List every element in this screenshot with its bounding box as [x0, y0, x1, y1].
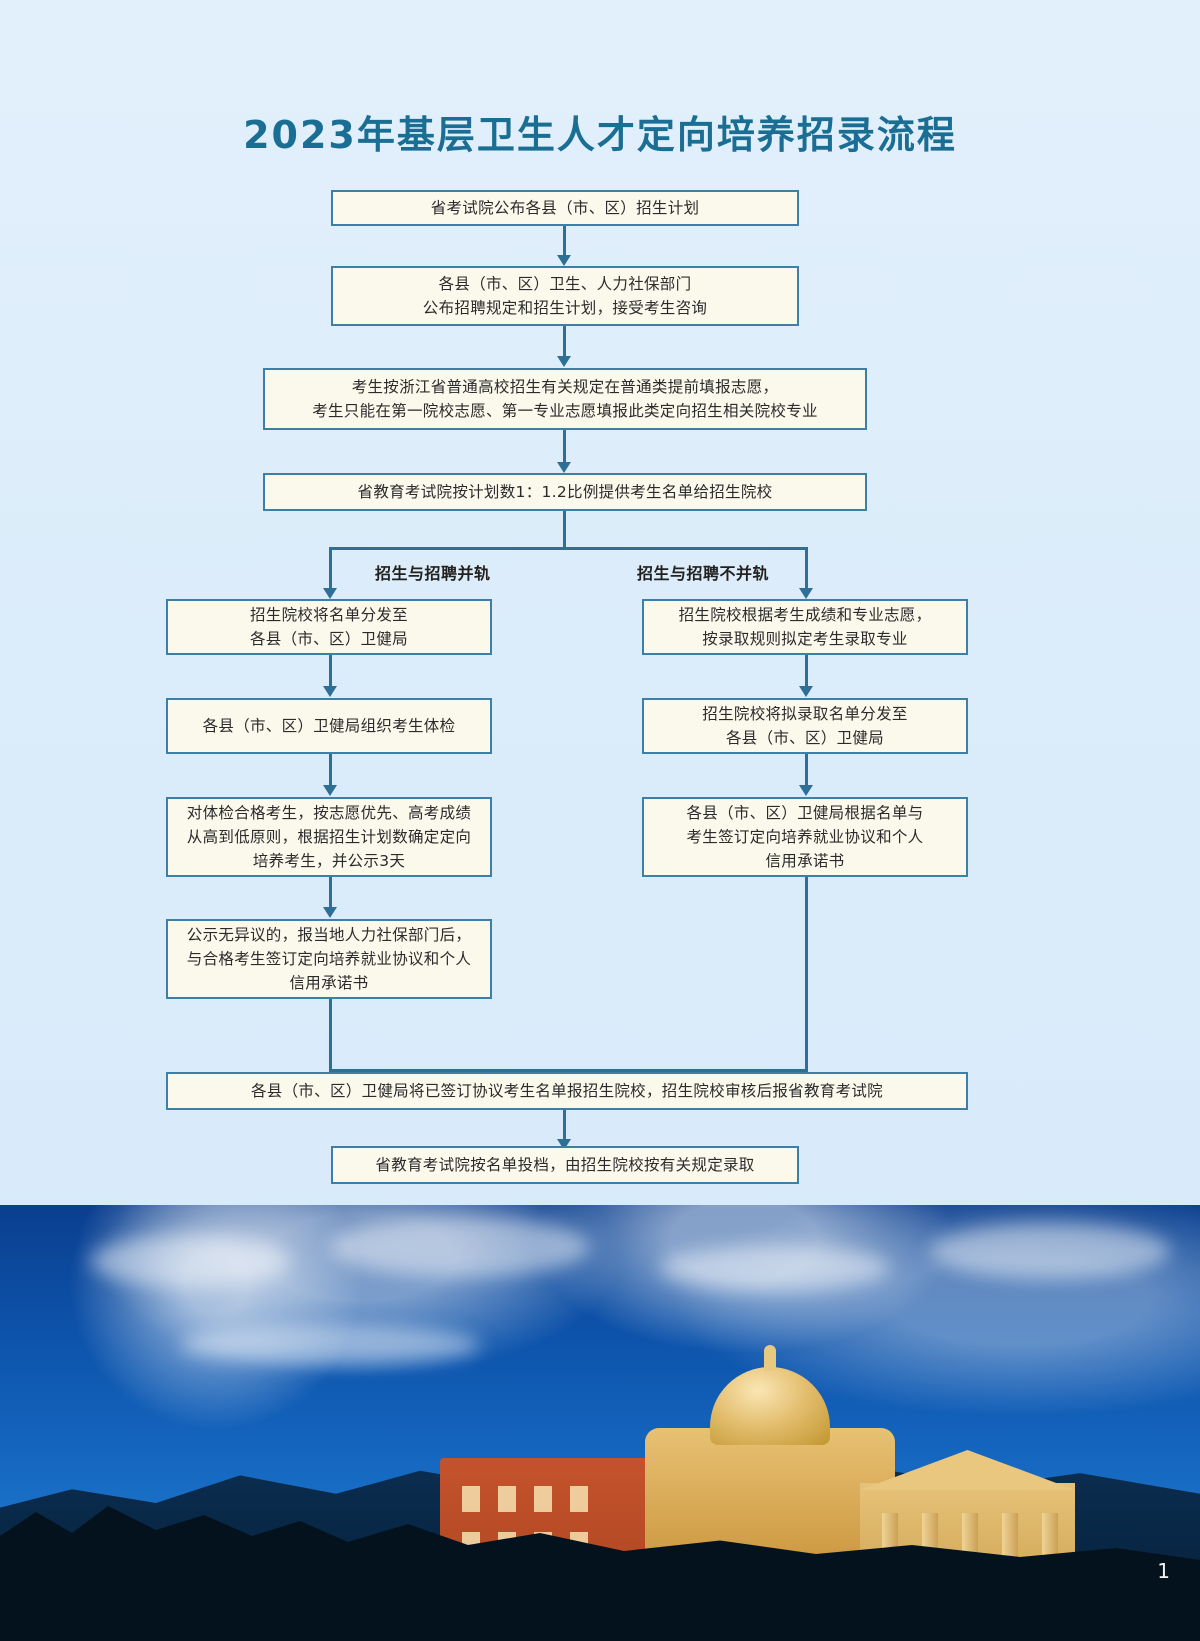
flow-node-label: 考生按浙江省普通高校招生有关规定在普通类提前填报志愿， 考生只能在第一院校志愿、…	[312, 377, 818, 420]
cloud-icon	[90, 1235, 290, 1287]
page-title: 2023年基层卫生人才定向培养招录流程	[243, 113, 957, 157]
connector-right-merge	[805, 877, 808, 1072]
flow-node-label: 各县（市、区）卫健局组织考生体检	[202, 716, 456, 735]
cloud-icon	[660, 1245, 890, 1291]
flow-node-publish-plan: 省考试院公布各县（市、区）招生计划	[331, 190, 799, 226]
connector-n5-n6	[563, 1110, 566, 1141]
flow-node-label: 各县（市、区）卫健局将已签订协议考生名单报招生院校，招生院校审核后报省教育考试院	[250, 1082, 883, 1100]
flowchart: 2023年基层卫生人才定向培养招录流程 省考试院公布各县（市、区）招生计划 各县…	[166, 113, 968, 1184]
cloud-icon	[330, 1217, 590, 1277]
arrow-split-left	[323, 588, 337, 599]
arrow-n3-n4	[557, 462, 571, 473]
flow-node-provide-list: 省教育考试院按计划数1：1.2比例提供考生名单给招生院校	[263, 473, 867, 511]
branch-label-left: 招生与招聘并轨	[375, 564, 491, 583]
connector-n1-n2	[563, 226, 566, 257]
arrow-left3-left4	[323, 907, 337, 918]
page-number: 1	[1157, 1559, 1170, 1583]
flow-node-right-assign-major: 招生院校根据考生成绩和专业志愿， 按录取规则拟定考生录取专业	[642, 599, 968, 655]
connector-n3-n4	[563, 430, 566, 464]
connector-left-merge	[329, 999, 332, 1072]
arrow-right1-right2	[799, 686, 813, 697]
arrow-split-right	[799, 588, 813, 599]
campus-photo: 1	[0, 1205, 1200, 1641]
connector-right1-right2	[805, 655, 808, 688]
connector-merge-bar	[329, 1069, 808, 1072]
arrow-n1-n2	[557, 255, 571, 266]
flow-node-label: 招生院校将名单分发至 各县（市、区）卫健局	[249, 605, 408, 648]
flow-node-left-select-candidates: 对体检合格考生，按志愿优先、高考成绩 从高到低原则，根据招生计划数确定定向 培养…	[166, 797, 492, 877]
flow-node-right-distribute-list: 招生院校将拟录取名单分发至 各县（市、区）卫健局	[642, 698, 968, 754]
connector-split-bar	[329, 547, 808, 550]
flow-node-county-departments: 各县（市、区）卫生、人力社保部门 公布招聘规定和招生计划，接受考生咨询	[331, 266, 799, 326]
flow-node-left-sign-agreement: 公示无异议的，报当地人力社保部门后， 与合格考生签订定向培养就业协议和个人 信用…	[166, 919, 492, 999]
connector-right2-right3	[805, 754, 808, 787]
connector-left1-left2	[329, 655, 332, 688]
cloud-icon	[930, 1223, 1170, 1279]
arrow-n2-n3	[557, 356, 571, 367]
arrow-left1-left2	[323, 686, 337, 697]
connector-left2-left3	[329, 754, 332, 787]
flow-node-final-admission: 省教育考试院按名单投档，由招生院校按有关规定录取	[331, 1146, 799, 1184]
connector-left3-left4	[329, 877, 332, 909]
flow-node-left-distribute-list: 招生院校将名单分发至 各县（市、区）卫健局	[166, 599, 492, 655]
connector-split-stem	[563, 511, 566, 549]
flow-node-label: 省教育考试院按名单投档，由招生院校按有关规定录取	[375, 1156, 755, 1174]
arrow-n5-n6	[557, 1139, 571, 1150]
flow-node-report-list: 各县（市、区）卫健局将已签订协议考生名单报招生院校，招生院校审核后报省教育考试院	[166, 1072, 968, 1110]
branch-label-right: 招生与招聘不并轨	[637, 564, 770, 583]
building-spire	[764, 1345, 776, 1371]
connector-n2-n3	[563, 326, 566, 358]
flow-node-right-sign-agreement: 各县（市、区）卫健局根据名单与 考生签订定向培养就业协议和个人 信用承诺书	[642, 797, 968, 877]
connector-split-right	[805, 547, 808, 590]
flow-node-label: 省教育考试院按计划数1：1.2比例提供考生名单给招生院校	[357, 483, 773, 501]
arrow-right2-right3	[799, 785, 813, 796]
arrow-left2-left3	[323, 785, 337, 796]
flow-node-label: 招生院校根据考生成绩和专业志愿， 按录取规则拟定考生录取专业	[678, 605, 932, 648]
flow-node-label: 公示无异议的，报当地人力社保部门后， 与合格考生签订定向培养就业协议和个人 信用…	[186, 925, 472, 993]
cloud-icon	[180, 1325, 480, 1365]
connector-split-left	[329, 547, 332, 590]
flow-node-label: 对体检合格考生，按志愿优先、高考成绩 从高到低原则，根据招生计划数确定定向 培养…	[186, 803, 472, 871]
flow-node-label: 各县（市、区）卫健局根据名单与 考生签订定向培养就业协议和个人 信用承诺书	[686, 803, 924, 871]
flow-node-label: 招生院校将拟录取名单分发至 各县（市、区）卫健局	[702, 704, 908, 747]
flow-node-label: 省考试院公布各县（市、区）招生计划	[430, 199, 700, 217]
flow-node-label: 各县（市、区）卫生、人力社保部门 公布招聘规定和招生计划，接受考生咨询	[422, 274, 708, 317]
flow-node-candidate-apply: 考生按浙江省普通高校招生有关规定在普通类提前填报志愿， 考生只能在第一院校志愿、…	[263, 368, 867, 430]
flow-node-left-medical-exam: 各县（市、区）卫健局组织考生体检	[166, 698, 492, 754]
